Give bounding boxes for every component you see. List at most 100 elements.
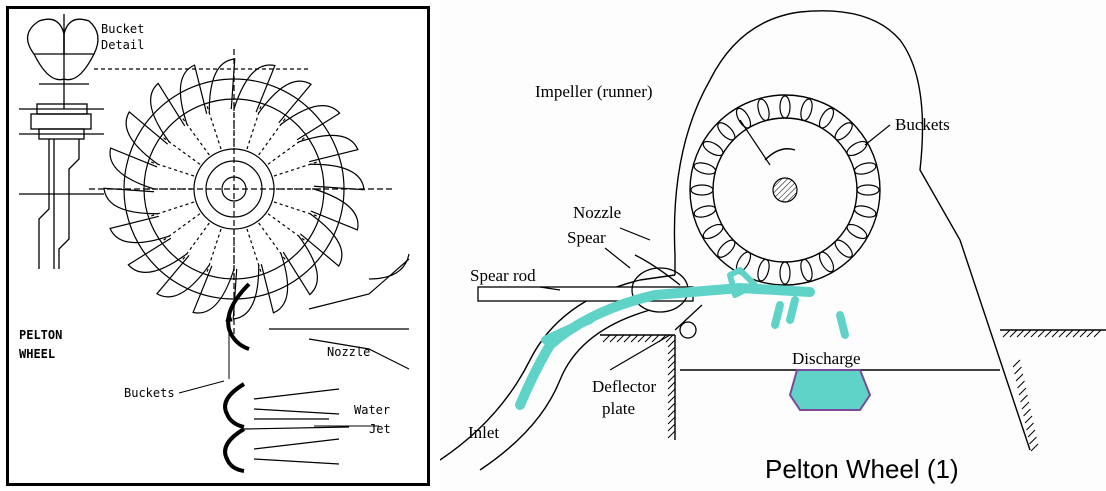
hatch-line	[1017, 330, 1024, 337]
spear-rod-label: Spear rod	[470, 266, 536, 285]
hatch-line	[668, 403, 675, 410]
pelton-title-line-2: WHEEL	[19, 347, 55, 361]
runner-bucket	[691, 185, 713, 195]
hatch-line	[1031, 444, 1038, 451]
hatch-line	[652, 335, 659, 342]
wheel-bucket	[104, 188, 158, 213]
hatch-line	[1024, 409, 1031, 416]
hatch-line	[1022, 402, 1029, 409]
hatch-line	[668, 410, 675, 417]
nozzle-label-right: Nozzle	[573, 203, 621, 222]
wheel-bucket	[209, 59, 234, 113]
wheel-bucket	[110, 216, 169, 242]
hatch-line	[668, 382, 675, 389]
wheel-drawing	[89, 49, 394, 339]
water-jet-label-1: Water	[354, 403, 390, 417]
hatch-line	[668, 347, 675, 354]
runner-bucket	[832, 120, 855, 143]
pelton-title-line-1: PELTON	[19, 328, 62, 342]
hatch-line	[1010, 330, 1017, 337]
inlet-label: Inlet	[468, 423, 499, 442]
casing-outline	[440, 11, 1106, 470]
runner-bucket	[857, 185, 879, 195]
hatch-line	[668, 354, 675, 361]
wheel-bucket	[193, 266, 234, 313]
hatch-line	[610, 335, 617, 342]
hatch-line	[1024, 330, 1031, 337]
hatch-line	[668, 389, 675, 396]
pelton-wheel-line-drawing: Bucket Detail	[9, 9, 433, 489]
hatch-line	[1016, 374, 1023, 381]
runner-bucket	[756, 98, 771, 122]
runner-bucket	[701, 139, 725, 159]
diagram-caption: Pelton Wheel (1)	[765, 454, 959, 484]
buckets-label-left: Buckets	[124, 386, 175, 400]
runner-bucket	[845, 139, 869, 159]
runner-bucket	[845, 222, 869, 242]
hatch-line	[631, 335, 638, 342]
impeller-label: Impeller (runner)	[535, 82, 653, 101]
deflector-label-1: Deflector	[592, 377, 657, 396]
runner-bucket	[693, 161, 717, 176]
hatch-line	[1080, 330, 1087, 337]
runner-bucket	[734, 106, 754, 130]
right-diagram-panel: Impeller (runner) Buckets Nozzle Spear S…	[440, 0, 1106, 491]
hatch-line	[645, 335, 652, 342]
wheel-bucket	[151, 83, 185, 142]
bucket-detail-label-1: Bucket	[101, 22, 144, 36]
buckets-label-right: Buckets	[895, 115, 950, 134]
hatch-line	[668, 417, 675, 424]
hatch-line	[1027, 423, 1034, 430]
runner-bucket	[715, 237, 738, 260]
hatch-line	[1030, 437, 1037, 444]
hatch-line	[1019, 388, 1026, 395]
shaft	[773, 178, 797, 202]
discharge-water	[790, 370, 870, 410]
deflector-label-2: plate	[602, 399, 635, 418]
hatch-line	[1052, 330, 1059, 337]
hatch-line	[1021, 395, 1028, 402]
rotation-arrow	[765, 149, 795, 160]
runner-bucket	[853, 161, 877, 176]
hatch-line	[668, 368, 675, 375]
runner-bucket	[780, 262, 790, 284]
runner-bucket	[832, 237, 855, 260]
runner-bucket	[715, 120, 738, 143]
runner-bucket	[701, 222, 725, 242]
hatch-line	[1066, 330, 1073, 337]
hatch-line	[1013, 360, 1020, 367]
hatch-line	[617, 335, 624, 342]
wheel-bucket	[311, 189, 358, 230]
water-jet-label-2: Jet	[369, 422, 391, 436]
hatch-line	[1094, 330, 1101, 337]
hatch-line	[1018, 381, 1025, 388]
wheel-bucket	[283, 236, 317, 295]
runner-bucket	[817, 250, 837, 274]
wheel-bucket	[299, 135, 358, 161]
hatch-line	[668, 375, 675, 382]
wheel-bucket	[261, 254, 287, 313]
wheel-bucket	[233, 265, 258, 319]
runner-bucket	[799, 98, 814, 122]
nozzle-label-left: Nozzle	[327, 345, 370, 359]
hatch-line	[1073, 330, 1080, 337]
hatch-line	[1015, 367, 1022, 374]
pelton-cross-section: Impeller (runner) Buckets Nozzle Spear S…	[440, 0, 1106, 491]
runner-bucket	[780, 96, 790, 118]
hatch-line	[668, 361, 675, 368]
wheel-bucket	[128, 238, 187, 272]
hatch-line	[1025, 416, 1032, 423]
wheel-bucket	[281, 106, 340, 140]
wheel-bucket	[234, 65, 275, 112]
discharge-label: Discharge	[792, 349, 861, 368]
spear-label: Spear	[567, 228, 606, 247]
runner-bucket	[853, 204, 877, 219]
runner-bucket	[756, 258, 771, 282]
hatch-line	[638, 335, 645, 342]
runner-bucket	[817, 106, 837, 130]
hatch-line	[668, 396, 675, 403]
left-diagram-panel: Bucket Detail	[6, 6, 430, 486]
hatch-line	[1003, 330, 1010, 337]
runner-bucket	[693, 204, 717, 219]
runner-bucket	[799, 258, 814, 282]
